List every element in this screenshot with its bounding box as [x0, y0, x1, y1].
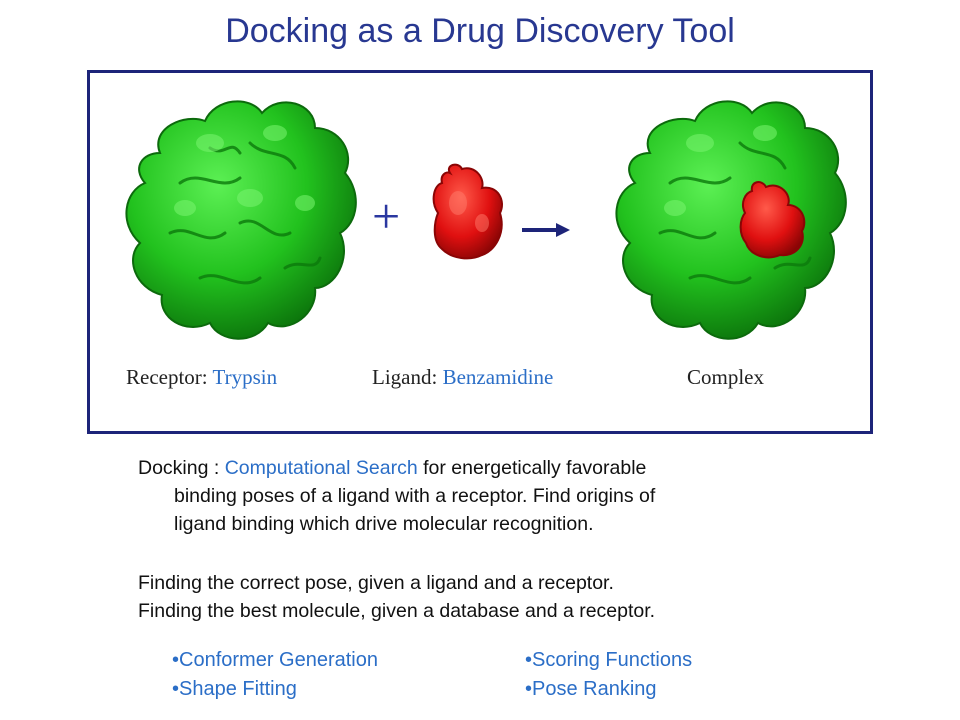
ligand-name: Benzamidine [442, 365, 554, 389]
receptor-label: Receptor: [126, 365, 208, 389]
bound-ligand-image [739, 181, 806, 259]
figure-frame: + Receptor: Trypsin Ligand: Benzamidine … [87, 70, 873, 434]
complex-caption: Complex [687, 365, 764, 389]
bullet-list-right: Scoring Functions Pose Ranking [525, 646, 692, 704]
receptor-caption: Receptor: Trypsin [126, 365, 277, 390]
ligand-molecule-image [432, 163, 503, 260]
plus-sign: + [372, 188, 401, 244]
definition-line-3: ligand binding which drive molecular rec… [174, 513, 594, 535]
bullet-pose-ranking: Pose Ranking [525, 675, 692, 704]
receptor-name: Trypsin [212, 365, 278, 389]
goal-line-molecule: Finding the best molecule, given a datab… [138, 600, 656, 622]
definition-line-2: binding poses of a ligand with a recepto… [174, 485, 656, 507]
goal-line-pose: Finding the correct pose, given a ligand… [138, 572, 614, 594]
docking-goals: Finding the correct pose, given a ligand… [138, 569, 788, 625]
docking-illustration [125, 100, 847, 340]
definition-line-1: for energetically favorable [423, 457, 647, 479]
ligand-label: Ligand: [372, 365, 438, 389]
docking-definition: Docking : Computational Search for energ… [138, 454, 788, 538]
slide-title: Docking as a Drug Discovery Tool [225, 12, 735, 50]
receptor-protein-image [125, 100, 357, 340]
ligand-caption: Ligand: Benzamidine [372, 365, 553, 390]
reaction-arrow [522, 223, 570, 237]
computational-search-highlight: Computational Search [224, 457, 418, 479]
bullet-shape-fitting: Shape Fitting [172, 675, 378, 704]
bullet-list-left: Conformer Generation Shape Fitting [172, 646, 378, 704]
docking-term: Docking : [138, 457, 220, 479]
bullet-scoring-functions: Scoring Functions [525, 646, 692, 675]
complex-protein-image [615, 100, 847, 340]
bullet-conformer-generation: Conformer Generation [172, 646, 378, 675]
